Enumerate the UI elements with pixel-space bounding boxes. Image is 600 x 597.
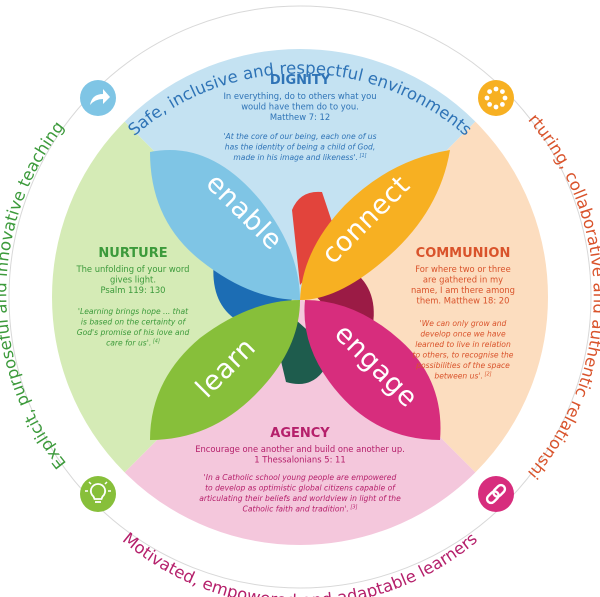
agency-quote-line: to develop as optimistic global citizens…: [205, 484, 396, 493]
engage-petal: [304, 300, 441, 440]
dignity-title: DIGNITY: [270, 73, 331, 88]
nurture-reference-mark: [4]: [151, 339, 160, 345]
agency-scripture-line: Encourage one another and build one anot…: [195, 444, 405, 454]
dignity-scripture-line: In everything, do to others what you: [223, 91, 376, 101]
chain-link-icon: [478, 476, 514, 512]
dignity-reference-mark: [1]: [358, 153, 367, 159]
nurture-section: NURTURE The unfolding of your wordgives …: [76, 246, 190, 348]
dignity-scripture-line: would have them do to you.: [241, 102, 359, 112]
communion-scripture-line: name, I am there among: [411, 285, 515, 295]
learn-petal: [150, 300, 300, 440]
nurture-quote-line: care for us'. [4]: [106, 339, 160, 348]
dignity-quote-line: made in his image and likeness'. [1]: [233, 153, 366, 162]
communion-quote-line: learned to live in relation: [415, 340, 511, 349]
dots-circle-icon: [478, 80, 514, 116]
agency-quote-line: articulating their beliefs and worldview…: [199, 494, 401, 503]
communion-scripture-line: For where two or three: [415, 264, 510, 274]
communion-title: COMMUNION: [416, 246, 511, 261]
agency-scripture-line: 1 Thessalonians 5: 11: [254, 455, 345, 465]
disc-border: [48, 45, 552, 549]
lightbulb-icon: [80, 476, 116, 512]
share-arrow-icon: [80, 80, 116, 116]
connect-petal-accent: [292, 191, 338, 285]
dignity-scripture-line: Matthew 7: 12: [270, 112, 330, 122]
communion-quote-line: possibilities of the space: [415, 361, 510, 370]
nurture-scripture-line: Psalm 119: 130: [100, 285, 165, 295]
dignity-quote-line: has the identity of being a child of God…: [225, 143, 376, 152]
communion-quote-line: between us'. [2]: [434, 372, 491, 381]
communion-quote-line: develop once we have: [420, 330, 506, 339]
quadrant-communion-bg: [300, 117, 550, 477]
agency-title: AGENCY: [270, 426, 330, 441]
nurture-quote: 'Learning brings hope ... that is based o…: [77, 307, 190, 348]
agency-quote: 'In a Catholic school young people are e…: [199, 473, 401, 514]
quadrant-agency-bg: [120, 297, 480, 547]
connect-petal: [300, 150, 450, 300]
communion-reference-mark: [2]: [483, 372, 492, 378]
dignity-quote-line: 'At the core of our being, each one of u…: [223, 132, 376, 141]
agency-quote-line: Catholic faith and tradition'. [3]: [243, 505, 358, 514]
agency-section: AGENCY Encourage one another and build o…: [195, 426, 405, 514]
dignity-section: DIGNITY In everything, do to others what…: [223, 73, 376, 162]
quadrant-nurture-bg: [50, 117, 300, 477]
agency-quote-line: 'In a Catholic school young people are e…: [204, 473, 397, 482]
nurture-quote-line: God's promise of his love and: [77, 328, 190, 337]
communion-quote-line: to others, to recognise the: [413, 351, 514, 360]
nurture-quote-line: is based on the certainty of: [81, 318, 187, 327]
nurture-quote-line: 'Learning brings hope ... that: [78, 307, 189, 316]
nurture-title: NURTURE: [98, 246, 167, 261]
communion-scripture-line: them. Matthew 18: 20: [417, 296, 510, 306]
communion-quote-line: 'We can only grow and: [420, 319, 507, 328]
communion-quote: 'We can only grow and develop once we hav…: [413, 319, 514, 381]
communion-scripture-line: are gathered in my: [423, 275, 503, 285]
nurture-scripture-line: gives light.: [110, 275, 156, 285]
nurture-scripture-line: The unfolding of your word: [76, 264, 190, 274]
enable-petal: [150, 150, 300, 300]
agency-scripture: Encourage one another and build one anot…: [195, 444, 405, 465]
quadrant-dignity-bg: [120, 47, 480, 297]
dignity-quote: 'At the core of our being, each one of u…: [223, 132, 376, 162]
agency-reference-mark: [3]: [349, 505, 358, 511]
dignity-scripture: In everything, do to others what youwoul…: [223, 91, 376, 122]
